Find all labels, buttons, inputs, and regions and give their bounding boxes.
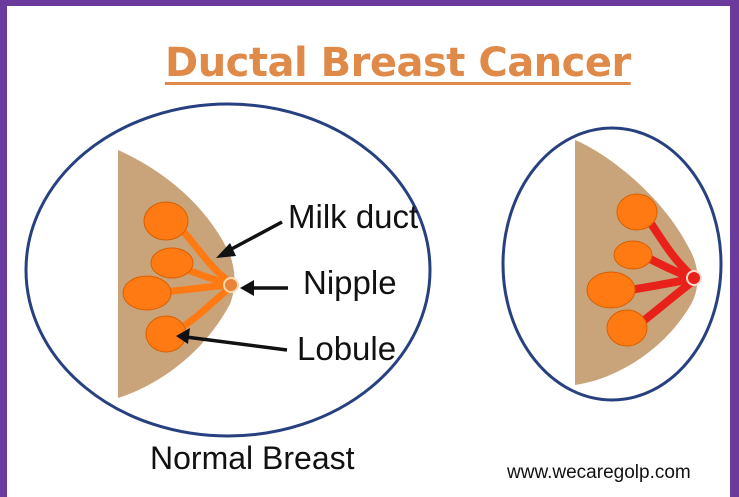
cancer-nipple: [687, 271, 701, 285]
label-milk-duct: Milk duct: [288, 198, 418, 236]
normal-nipple: [224, 278, 238, 292]
caption-normal-breast: Normal Breast: [150, 440, 355, 477]
label-lobule: Lobule: [297, 330, 396, 368]
label-nipple: Nipple: [303, 264, 397, 302]
source-url: www.wecaregolp.com: [507, 462, 691, 484]
